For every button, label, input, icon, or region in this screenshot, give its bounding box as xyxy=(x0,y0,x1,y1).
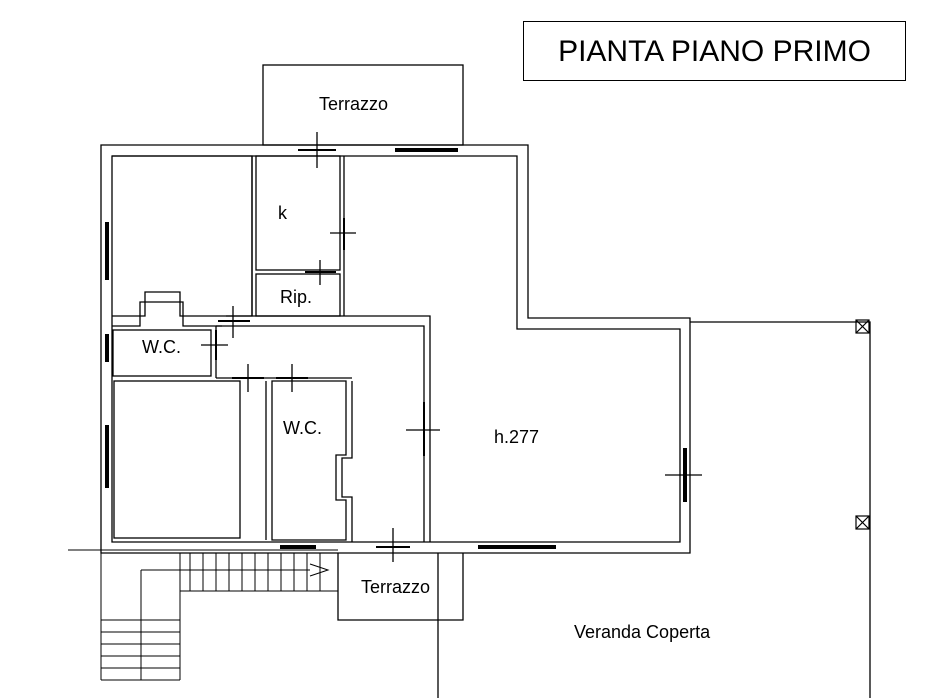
label-wc-center: W.C. xyxy=(283,418,322,438)
wall-segment xyxy=(341,381,353,542)
outer-wall-inner xyxy=(111,155,681,543)
label-wc-left: W.C. xyxy=(142,337,181,357)
kitchen-room xyxy=(255,155,341,271)
wall-segment xyxy=(226,315,431,542)
door-marks xyxy=(201,132,702,562)
bedroom-top-left xyxy=(112,155,253,317)
wc-center-room xyxy=(271,380,347,541)
staircase xyxy=(68,549,338,681)
plan-title: PIANTA PIANO PRIMO xyxy=(523,21,906,81)
veranda-post xyxy=(855,319,870,530)
label-veranda: Veranda Coperta xyxy=(574,622,711,642)
label-terrazzo-bottom: Terrazzo xyxy=(361,577,431,597)
wc-left-room xyxy=(112,329,212,377)
bedroom-bottom-left xyxy=(113,380,241,539)
terrace-bottom-outline xyxy=(337,553,464,621)
label-terrazzo-top: Terrazzo xyxy=(319,94,389,114)
outer-wall xyxy=(100,144,691,554)
veranda-outline xyxy=(690,321,871,698)
label-storage: Rip. xyxy=(280,287,313,307)
corridor xyxy=(216,325,425,542)
wall-segment xyxy=(112,301,222,327)
label-kitchen: k xyxy=(278,203,287,223)
label-height: h.277 xyxy=(494,427,540,447)
